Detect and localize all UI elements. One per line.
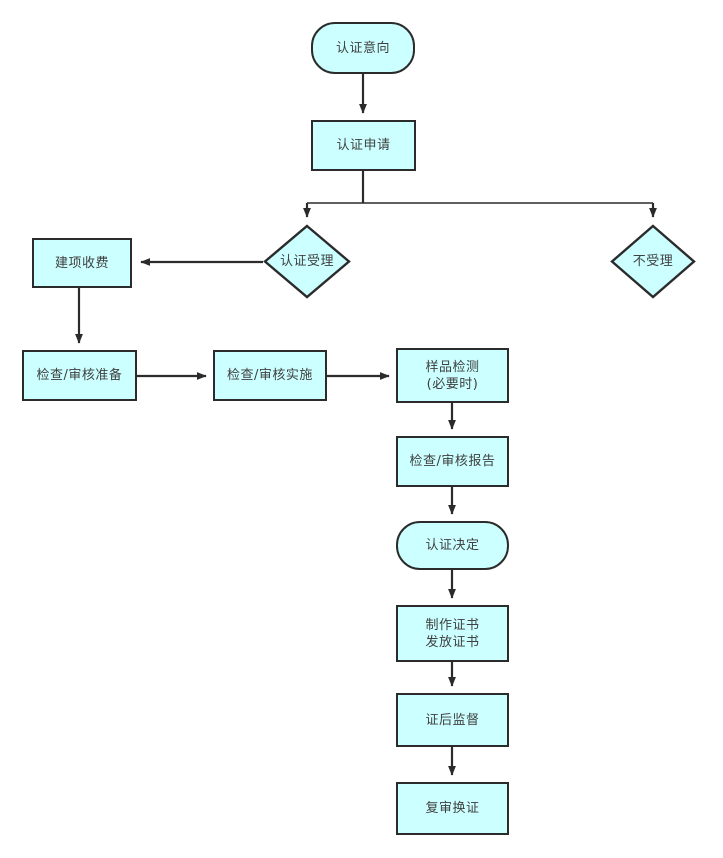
node-certification-intent[interactable]: 认证意向 (311, 22, 415, 74)
node-label: 制作证书 发放证书 (425, 617, 480, 650)
node-label: 检查/审核准备 (36, 368, 123, 383)
node-label: 复审换证 (425, 801, 480, 816)
node-post-certification-supervision[interactable]: 证后监督 (396, 693, 509, 747)
node-label: 样品检测 (必要时) (425, 359, 480, 392)
node-inspection-audit-report[interactable]: 检查/审核报告 (396, 436, 509, 487)
node-project-setup-fee[interactable]: 建项收费 (32, 238, 132, 288)
node-sample-testing[interactable]: 样品检测 (必要时) (396, 348, 509, 403)
node-not-accepted[interactable]: 不受理 (610, 224, 696, 299)
node-label: 不受理 (632, 254, 674, 269)
node-certificate-production-issuance[interactable]: 制作证书 发放证书 (396, 605, 509, 662)
node-label: 证后监督 (425, 712, 480, 728)
node-certification-acceptance[interactable]: 认证受理 (263, 224, 351, 299)
diamond-shape (263, 224, 351, 299)
node-certification-decision[interactable]: 认证决定 (396, 521, 509, 570)
node-label: 检查/审核实施 (227, 368, 313, 383)
node-label: 检查/审核报告 (409, 454, 496, 469)
node-inspection-audit-implementation[interactable]: 检查/审核实施 (213, 350, 327, 401)
node-label: 认证申请 (336, 138, 391, 153)
node-label: 认证意向 (335, 40, 390, 56)
node-label: 建项收费 (54, 255, 109, 271)
node-label: 认证受理 (279, 254, 334, 269)
node-label: 认证决定 (425, 538, 480, 553)
node-inspection-audit-preparation[interactable]: 检查/审核准备 (22, 350, 137, 401)
diamond-shape (610, 224, 696, 299)
node-reassessment-recertification[interactable]: 复审换证 (396, 782, 509, 835)
node-certification-application[interactable]: 认证申请 (311, 120, 416, 171)
